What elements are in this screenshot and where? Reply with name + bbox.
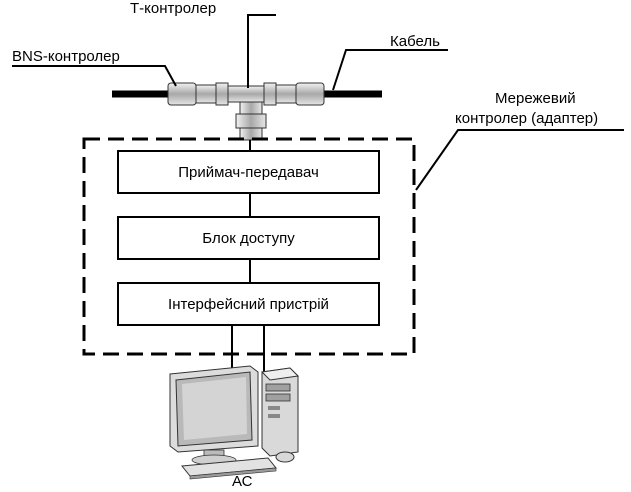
desktop-computer-icon <box>169 365 300 480</box>
workstation-label: АС <box>232 473 253 490</box>
leader-lines <box>12 14 624 191</box>
block-connectors <box>231 140 265 376</box>
interface-device-block: Інтерфейсний пристрій <box>117 282 380 326</box>
t-controller-label: Т-контролер <box>130 0 217 17</box>
network-adapter-boundary <box>82 137 416 356</box>
transceiver-block: Приймач-передавач <box>117 150 380 194</box>
bns-controller-label: BNS-контролер <box>12 48 120 65</box>
network-controller-label-line1: Мережевий <box>495 90 576 107</box>
network-controller-label-line2: контролер (адаптер) <box>455 110 599 127</box>
access-unit-block: Блок доступу <box>117 216 380 260</box>
cable-label: Кабель <box>390 33 440 50</box>
t-connector-icon <box>167 82 325 141</box>
